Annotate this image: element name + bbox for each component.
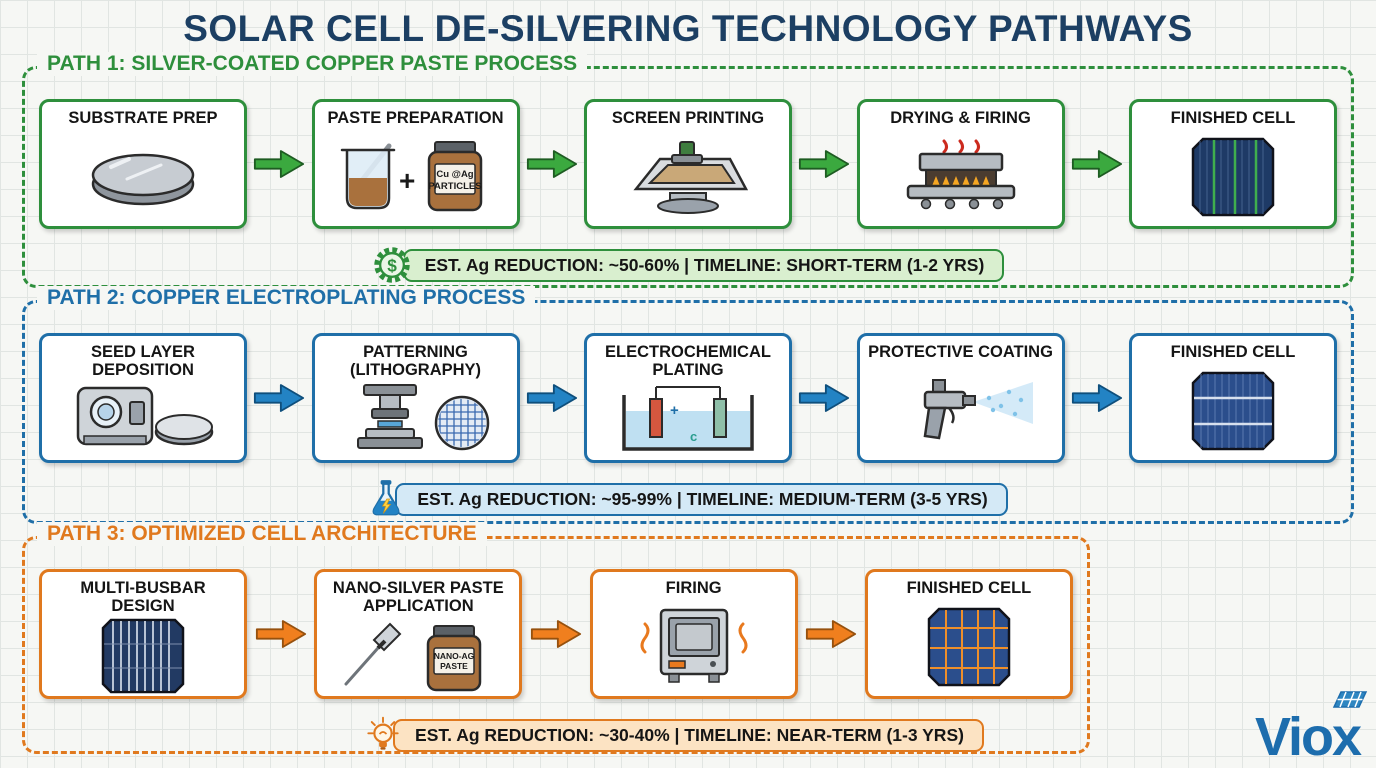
step-protective-coating: PROTECTIVE COATING [856, 333, 1065, 463]
step-finished-cell-2: FINISHED CELL [1129, 333, 1337, 463]
step-label: MULTI-BUSBAR DESIGN [80, 579, 206, 616]
step-label: SEED LAYER DEPOSITION [91, 343, 195, 380]
path-1-section: PATH 1: SILVER-COATED COPPER PASTE PROCE… [22, 52, 1354, 288]
plating-bath-icon: + c [608, 380, 768, 460]
path-1-title: PATH 1: SILVER-COATED COPPER PASTE PROCE… [37, 52, 588, 76]
deposition-machine-icon [68, 380, 218, 460]
flow-arrow-icon [255, 620, 306, 648]
step-label: NANO-SILVER PASTE APPLICATION [332, 579, 504, 616]
lightbulb-icon [367, 716, 399, 750]
step-drying-firing: DRYING & FIRING [856, 99, 1065, 229]
viox-logo-text: Viox [1254, 707, 1362, 767]
lithography-press-icon [336, 380, 496, 460]
flow-arrow-icon [254, 384, 305, 412]
path-1-badge: $ EST. Ag REDUCTION: ~50-60% | TIMELINE:… [372, 245, 1005, 285]
path-2-badge-row: EST. Ag REDUCTION: ~95-99% | TIMELINE: M… [25, 479, 1351, 519]
screen-printing-icon [618, 127, 758, 226]
flow-arrow-icon [1071, 384, 1122, 412]
step-patterning-lithography: PATTERNING (LITHOGRAPHY) [311, 333, 520, 463]
solar-cell-icon [1191, 361, 1275, 460]
jar-label-line2: PASTE [440, 661, 468, 671]
step-screen-printing: SCREEN PRINTING [584, 99, 792, 229]
path-2-title: PATH 2: COPPER ELECTROPLATING PROCESS [37, 286, 536, 310]
spray-gun-icon [881, 361, 1041, 460]
path-3-badge-row: EST. Ag REDUCTION: ~30-40% | TIMELINE: N… [143, 715, 1205, 755]
viox-logo: Viox [1254, 691, 1368, 767]
step-seed-layer-deposition: SEED LAYER DEPOSITION [39, 333, 247, 463]
path-2-badge-pill: EST. Ag REDUCTION: ~95-99% | TIMELINE: M… [395, 482, 1008, 516]
path-3-badge-pill: EST. Ag REDUCTION: ~30-40% | TIMELINE: N… [393, 718, 984, 752]
step-substrate-prep: SUBSTRATE PREP [39, 99, 247, 229]
path-3-title: PATH 3: OPTIMIZED CELL ARCHITECTURE [37, 522, 487, 546]
oven-icon [619, 597, 769, 696]
step-label: PASTE PREPARATION [327, 109, 504, 127]
path-3-section: PATH 3: OPTIMIZED CELL ARCHITECTURE MULT… [22, 522, 1090, 754]
plus-sign: + [399, 165, 415, 196]
step-electrochemical-plating: ELECTROCHEMICAL PLATING + c [584, 333, 792, 463]
flask-energy-icon [372, 480, 400, 516]
step-nano-silver-paste-application: NANO-SILVER PASTE APPLICATION NANO-AG PA… [314, 569, 523, 699]
path-1-steps-row: SUBSTRATE PREP PASTE PREPARATION [39, 99, 1337, 229]
step-paste-preparation: PASTE PREPARATION + Cu @Ag PARTICLES [311, 99, 520, 229]
step-label: FINISHED CELL [1170, 343, 1296, 361]
jar-label-line1: NANO-AG [434, 651, 475, 661]
step-label: SCREEN PRINTING [611, 109, 765, 127]
path-1-badge-text: EST. Ag REDUCTION: ~50-60% | TIMELINE: S… [424, 254, 985, 275]
solar-cell-icon [1191, 127, 1275, 226]
jar-label-line1: Cu @Ag [436, 169, 473, 180]
conveyor-furnace-icon [886, 127, 1036, 226]
path-2-section: PATH 2: COPPER ELECTROPLATING PROCESS SE… [22, 286, 1354, 524]
dollar-sign: $ [387, 255, 397, 275]
flow-arrow-icon [526, 150, 577, 178]
beaker-plus-jar-icon: + Cu @Ag PARTICLES [331, 127, 501, 226]
step-finished-cell-3: FINISHED CELL [864, 569, 1073, 699]
flow-arrow-icon [526, 384, 577, 412]
step-label: SUBSTRATE PREP [68, 109, 218, 127]
path-1-badge-pill: EST. Ag REDUCTION: ~50-60% | TIMELINE: S… [402, 248, 1005, 282]
page-title: SOLAR CELL DE-SILVERING TECHNOLOGY PATHW… [183, 8, 1193, 49]
flow-arrow-icon [530, 620, 582, 648]
step-finished-cell-1: FINISHED CELL [1129, 99, 1337, 229]
flow-arrow-icon [806, 620, 857, 648]
path-3-steps-row: MULTI-BUSBAR DESIGN [39, 569, 1073, 699]
flow-arrow-icon [799, 384, 850, 412]
multi-busbar-cell-icon [101, 616, 185, 696]
silicon-wafer-icon [83, 127, 203, 226]
jar-label-line2: PARTICLES [428, 181, 481, 192]
flow-arrow-icon [1071, 150, 1122, 178]
path-1-badge-row: $ EST. Ag REDUCTION: ~50-60% | TIMELINE:… [25, 245, 1351, 285]
solar-panel-icon [1332, 691, 1368, 708]
path-3-badge-text: EST. Ag REDUCTION: ~30-40% | TIMELINE: N… [415, 724, 964, 745]
step-label: FINISHED CELL [906, 579, 1032, 597]
anode-plus-label: + [670, 402, 679, 419]
step-label: FINISHED CELL [1170, 109, 1296, 127]
cost-gear-dollar-icon: $ [373, 247, 410, 283]
step-label: DRYING & FIRING [890, 109, 1031, 127]
path-2-badge-text: EST. Ag REDUCTION: ~95-99% | TIMELINE: M… [417, 488, 988, 509]
dispenser-jar-icon: NANO-AG PASTE [338, 616, 498, 696]
path-2-badge: EST. Ag REDUCTION: ~95-99% | TIMELINE: M… [368, 479, 1008, 519]
ion-label: c [690, 429, 697, 444]
path-3-badge: EST. Ag REDUCTION: ~30-40% | TIMELINE: N… [364, 715, 984, 755]
step-label: FIRING [665, 579, 722, 597]
step-label: PROTECTIVE COATING [868, 343, 1053, 361]
solar-cell-icon [927, 597, 1011, 696]
path-2-steps-row: SEED LAYER DEPOSITION [39, 333, 1337, 463]
flow-arrow-icon [799, 150, 850, 178]
step-multi-busbar-design: MULTI-BUSBAR DESIGN [39, 569, 247, 699]
step-label: ELECTROCHEMICAL PLATING [605, 343, 771, 380]
step-firing: FIRING [589, 569, 798, 699]
step-label: PATTERNING (LITHOGRAPHY) [349, 343, 482, 380]
flow-arrow-icon [254, 150, 305, 178]
